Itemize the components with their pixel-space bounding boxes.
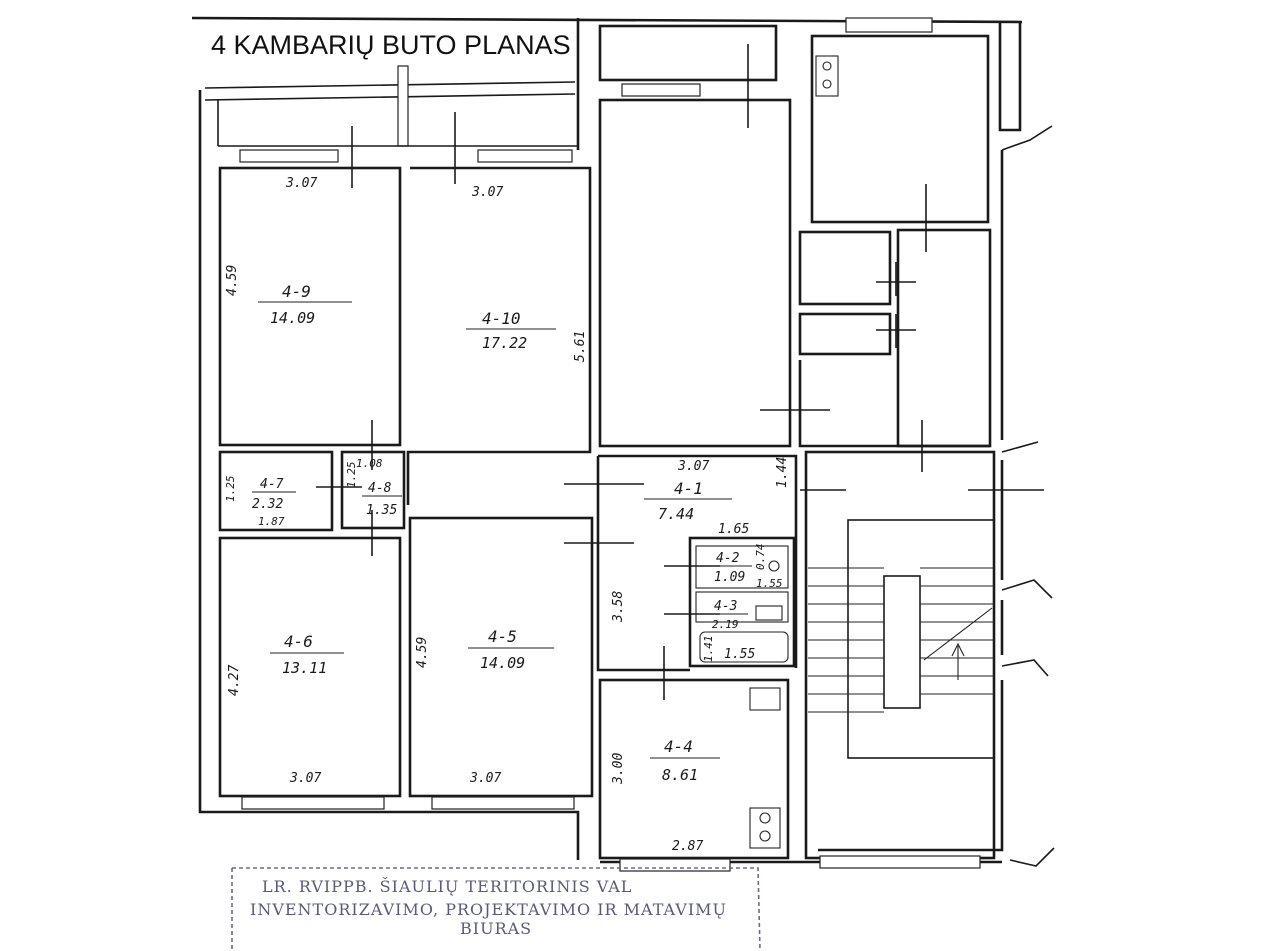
door-marks [316, 44, 1055, 867]
room-area: 17.22 [482, 334, 527, 352]
room-area: 2.32 [252, 497, 283, 512]
room-id: 4-10 [482, 309, 521, 328]
room-label-4-1: 4-1 7.44 [644, 479, 732, 523]
kitchen-block-outline [598, 17, 992, 448]
room-id: 4-3 [714, 599, 737, 614]
dim-label: 3.00 [611, 753, 626, 785]
plan-title: 4 KAMBARIŲ BUTO PLANAS [211, 30, 571, 60]
dim-label: 1.55 [724, 647, 755, 662]
room-id: 4-2 [716, 551, 740, 566]
room-area: 13.11 [282, 659, 327, 677]
stamp-line-3: BIURAS [460, 919, 532, 938]
dim-label: 3.07 [289, 771, 321, 786]
stamp-line-2: INVENTORIZAVIMO, PROJEKTAVIMO IR MATAVIM… [250, 900, 727, 919]
room-4-5-outline [408, 516, 594, 810]
room-4-1-outline [596, 454, 798, 672]
room-area: 14.09 [480, 654, 525, 672]
room-4-6-outline [218, 536, 402, 810]
dim-label: 1.87 [258, 515, 285, 528]
room-label-4-4: 4-4 8.61 [650, 737, 720, 784]
stamp: LR. RVIPPB. ŠIAULIŲ TERITORINIS VAL INVE… [231, 867, 761, 951]
room-label-4-9: 4-9 14.09 [258, 282, 352, 327]
room-area: 1.35 [366, 503, 397, 518]
dim-label: 4.59 [415, 637, 430, 668]
dim-label: 1.08 [356, 457, 383, 470]
dim-label: 3.07 [677, 459, 709, 474]
room-id: 4-5 [488, 627, 517, 646]
dim-label: 5.61 [573, 331, 588, 362]
room-id: 4-9 [282, 282, 311, 301]
room-area: 2.19 [712, 618, 739, 631]
dim-label: 2.87 [672, 839, 703, 854]
dim-label: 1.44 [775, 457, 790, 488]
room-4-7-outline [218, 450, 334, 532]
dim-label: 1.55 [756, 577, 783, 590]
stove-icon-top [815, 55, 839, 97]
room-label-4-2: 4-2 1.09 [712, 551, 752, 585]
stamp-line-1: LR. RVIPPB. ŠIAULIŲ TERITORINIS VAL [262, 876, 632, 896]
room-area: 7.44 [658, 505, 694, 523]
room-area: 1.09 [714, 570, 745, 585]
balcony [204, 65, 578, 147]
dim-label: 1.25 [345, 462, 358, 489]
dim-label: 1.25 [224, 476, 237, 503]
room-area: 8.61 [662, 766, 698, 784]
room-label-4-3: 4-3 2.19 [710, 599, 748, 631]
room-id: 4-8 [368, 481, 392, 496]
room-id: 4-6 [284, 632, 313, 651]
room-label-4-6: 4-6 13.11 [270, 632, 344, 677]
room-4-10-outline [406, 149, 592, 505]
room-id: 4-1 [674, 479, 703, 498]
dim-label: 0.74 [754, 544, 767, 571]
dim-label: 4.59 [225, 265, 240, 296]
room-area: 14.09 [270, 309, 315, 327]
room-id: 4-7 [260, 477, 284, 492]
stairwell [804, 450, 996, 869]
room-label-4-5: 4-5 14.09 [468, 627, 554, 672]
room-label-4-8: 4-8 1.35 [362, 481, 402, 518]
dim-label: 3.07 [471, 185, 503, 200]
room-id: 4-4 [664, 737, 693, 756]
dim-label: 3.07 [285, 176, 317, 191]
dim-label: 4.27 [227, 665, 242, 696]
bathroom-outline [688, 536, 796, 668]
dim-label: 3.58 [611, 591, 626, 623]
dim-label: 3.07 [469, 771, 501, 786]
dim-label: 1.65 [718, 522, 749, 537]
room-4-8-outline [340, 450, 406, 530]
room-label-4-7: 4-7 2.32 [252, 477, 296, 512]
dim-label: 1.41 [702, 636, 715, 663]
room-4-9-outline [218, 149, 402, 447]
dimension-labels: 3.07 4.59 3.07 5.61 1.08 1.25 1.25 1.87 … [224, 176, 790, 854]
room-label-4-10: 4-10 17.22 [466, 309, 556, 352]
